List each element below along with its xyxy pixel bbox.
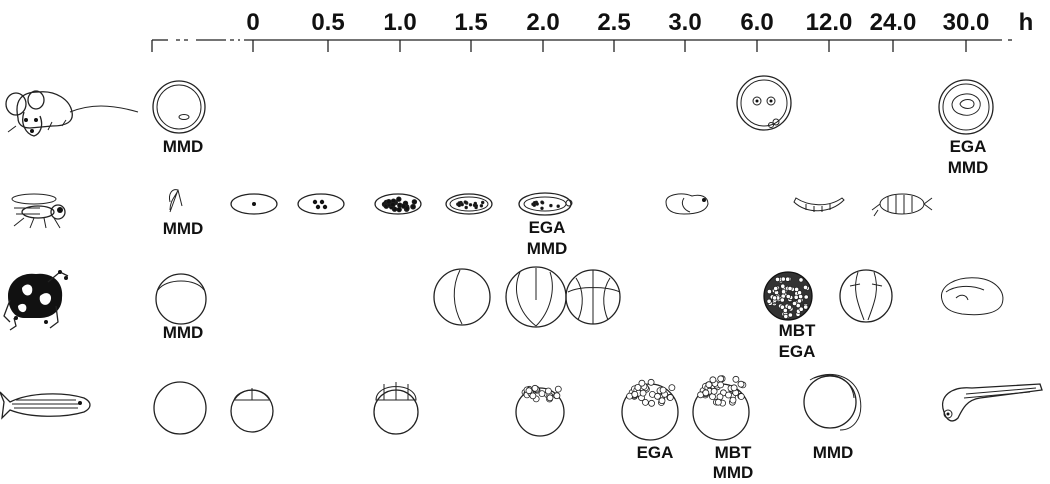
mouse-mmd-label-2: MMD <box>948 158 989 177</box>
frog-four-cell-icon <box>505 266 567 328</box>
zebrafish-icon <box>0 391 91 420</box>
mouse-two-cell-icon <box>938 79 994 135</box>
fish-larva-icon <box>942 383 1043 422</box>
fish-segmentation-icon <box>803 373 862 431</box>
frog-eight-cell-icon <box>565 269 621 325</box>
fly-gastrula-icon <box>665 193 709 215</box>
timeline-axis: 0 0.5 1.0 1.5 2.0 2.5 3.0 6.0 12.0 24.0 30.0 h <box>151 9 1034 52</box>
timeline-tick-label: 0.5 <box>311 9 344 36</box>
mouse-mmd-label: MMD <box>163 137 204 156</box>
fly-oocyte-icon <box>169 189 183 213</box>
timeline-tick-label: 30.0 <box>943 9 990 36</box>
fish-dome-icon <box>692 375 750 441</box>
frog-neurula-icon <box>839 269 893 323</box>
timeline-tick-label: 24.0 <box>870 9 917 36</box>
timeline-tick-label: 3.0 <box>668 9 701 36</box>
fish-eight-cell-icon <box>373 382 419 435</box>
frog-mbt-label: MBT <box>779 321 816 340</box>
fly-pupa-icon <box>871 193 933 217</box>
timeline-tick-label: 2.5 <box>597 9 630 36</box>
mouse-two-pronuclei-icon <box>736 75 792 131</box>
fish-two-cell-icon <box>230 388 274 433</box>
timeline-tick-label: 6.0 <box>740 9 773 36</box>
fly-mmd-label: MMD <box>163 219 204 238</box>
fish-ega-label: EGA <box>637 443 674 462</box>
fly-embryo-3-icon <box>374 193 422 215</box>
fish-mmd-label-2: MMD <box>713 463 754 482</box>
fly-embryo-5-icon <box>518 192 573 216</box>
frog-ega-label: EGA <box>779 342 816 361</box>
timeline-tick-label: 12.0 <box>806 9 853 36</box>
mouse-zygote-icon <box>152 80 206 134</box>
fish-mmd-label: MMD <box>813 443 854 462</box>
mouse-ega-label: EGA <box>950 137 987 156</box>
timeline-tick-label: 2.0 <box>526 9 559 36</box>
fly-larva-icon <box>793 197 845 212</box>
fly-embryo-1-icon <box>230 193 278 215</box>
time-unit-label: h <box>1019 9 1034 36</box>
fly-ega-label: EGA <box>529 218 566 237</box>
fish-sphere-icon <box>621 378 679 441</box>
timeline-tick-label: 1.5 <box>454 9 487 36</box>
frog-mmd-label: MMD <box>163 323 204 342</box>
fish-blastula-icon <box>515 384 565 437</box>
mouse-icon <box>5 90 139 137</box>
fly-mmd-label-2: MMD <box>527 239 568 258</box>
frog-two-cell-icon <box>433 268 491 326</box>
fruit-fly-icon <box>11 193 66 229</box>
fly-embryo-4-icon <box>445 193 493 215</box>
timeline-tick-label: 0 <box>246 9 259 36</box>
frog-blastula-icon <box>763 271 813 321</box>
frog-egg-icon <box>155 273 207 325</box>
fly-embryo-2-icon <box>297 193 345 215</box>
frog-tailbud-icon <box>940 277 1004 316</box>
frog-icon <box>3 270 69 331</box>
fish-mbt-label: MBT <box>715 443 752 462</box>
fish-one-cell-icon <box>153 381 207 435</box>
timeline-tick-label: 1.0 <box>383 9 416 36</box>
